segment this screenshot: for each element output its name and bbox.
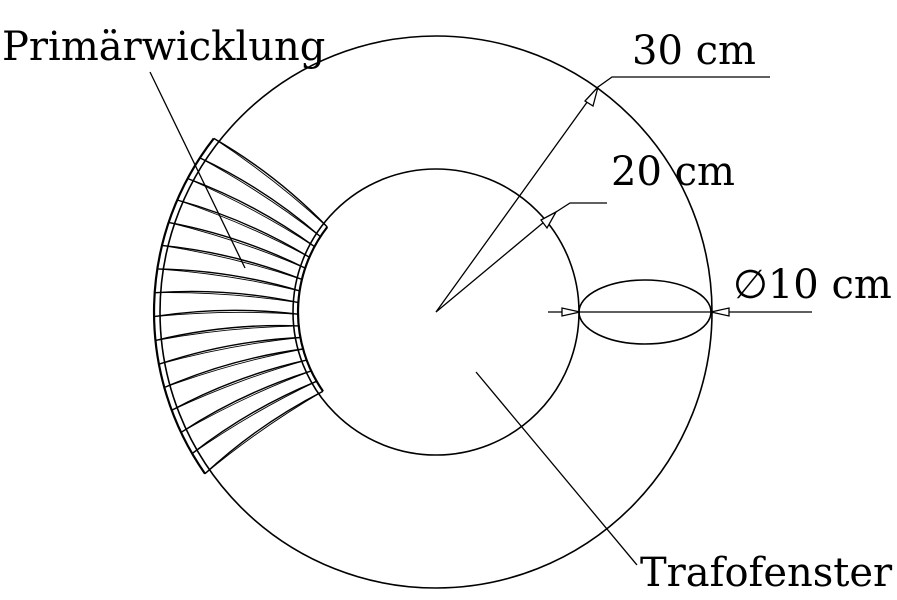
winding-turn	[154, 292, 299, 303]
winding-turn	[171, 359, 307, 411]
winding-leader	[149, 71, 246, 269]
diameter-label: ∅10 cm	[733, 262, 892, 308]
inner-radius-arrow	[540, 210, 558, 230]
winding-turn	[155, 325, 299, 341]
winding-turn	[213, 137, 328, 228]
diameter-arrow-left	[561, 307, 581, 317]
winding-turn	[187, 177, 315, 248]
winding-turn	[153, 311, 299, 318]
outer-radius-arrow	[583, 86, 599, 108]
winding-turn	[204, 390, 324, 475]
winding-inner-edge	[296, 226, 329, 392]
outer-radius-leader	[435, 76, 770, 313]
winding-turn	[180, 370, 312, 433]
winding-outer-edge	[153, 137, 215, 475]
winding-turn	[164, 348, 304, 389]
winding-turn	[191, 380, 317, 454]
winding-turn	[177, 199, 310, 258]
winding-turn	[187, 178, 315, 247]
primary-winding	[153, 137, 329, 475]
winding-turn	[177, 199, 310, 258]
window-label: Trafofenster	[640, 550, 893, 596]
winding-turn	[171, 359, 307, 411]
winding-turn	[180, 370, 312, 433]
diameter-arrow-right	[710, 307, 730, 317]
winding-turn	[213, 138, 328, 228]
inner-radius-leader	[435, 202, 607, 313]
winding-turn	[157, 268, 300, 292]
winding-turn	[161, 244, 303, 281]
inner-radius-label: 20 cm	[611, 149, 735, 195]
window-leader	[475, 371, 638, 566]
winding-turn	[199, 157, 321, 238]
winding-turn	[204, 390, 324, 475]
winding-turn	[164, 348, 304, 388]
winding-turn	[157, 268, 300, 292]
outer-radius-label: 30 cm	[632, 28, 756, 74]
winding-turn	[158, 337, 301, 365]
winding-turn	[168, 221, 306, 269]
winding-turn	[155, 324, 299, 342]
winding-turn	[153, 309, 299, 318]
winding-turn	[168, 221, 306, 269]
winding-turn	[199, 157, 321, 237]
winding-turn	[158, 336, 301, 365]
winding-turn	[191, 380, 317, 455]
primary-winding-label: Primärwicklung	[2, 24, 325, 70]
winding-turn	[154, 290, 299, 304]
winding-turn	[161, 244, 303, 280]
